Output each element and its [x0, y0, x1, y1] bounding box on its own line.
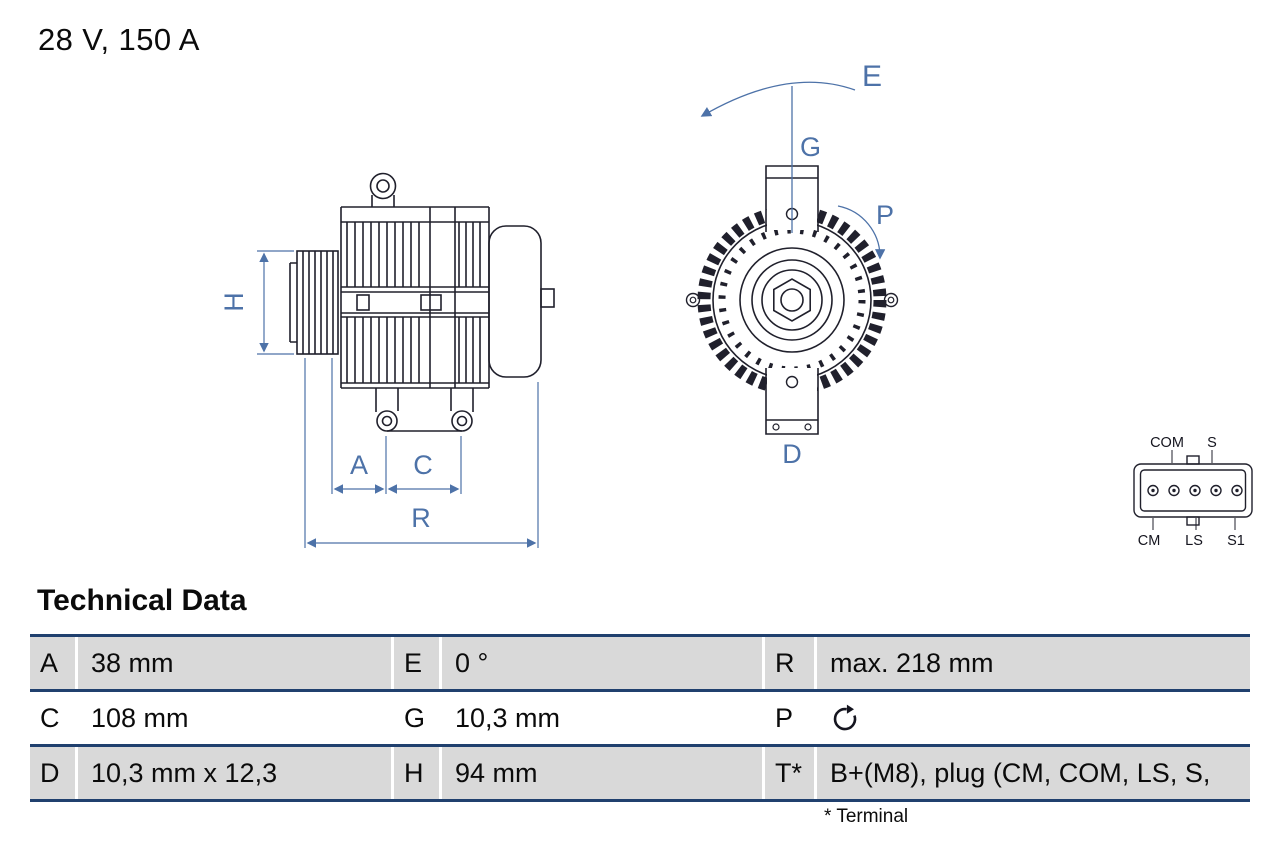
spec-value-h: 94 mm — [442, 747, 762, 799]
connector-pins — [1147, 484, 1243, 497]
bottom-bracket — [765, 368, 819, 435]
front-view-dimensions — [700, 81, 886, 260]
spec-value-c: 108 mm — [91, 702, 189, 733]
dim-label-h: H — [219, 292, 249, 312]
alternator-technical-drawing: H A C R — [219, 60, 1253, 549]
technical-data-heading: Technical Data — [37, 584, 247, 617]
spec-value-a: 38 mm — [78, 637, 391, 689]
connector-plug — [1133, 450, 1253, 530]
connector-label-ls: LS — [1185, 533, 1203, 549]
front-view-labels: E G P D — [782, 60, 894, 469]
spec-letter-r: R — [765, 637, 814, 689]
technical-data-table: A 38 mm E 0 ° R max. 218 mm C 108 mm G 1… — [30, 634, 1250, 802]
dim-label-a: A — [350, 450, 368, 480]
spec-value-d: 10,3 mm x 12,3 — [78, 747, 391, 799]
spec-value-t: B+(M8), plug (CM, COM, LS, S, — [817, 747, 1250, 799]
dim-label-g: G — [800, 132, 821, 162]
side-view — [289, 172, 555, 432]
spec-value-r: max. 218 mm — [817, 637, 1250, 689]
rotation-direction-icon — [833, 704, 857, 731]
spec-value-e: 0 ° — [442, 637, 762, 689]
spec-letter-p: P — [775, 702, 794, 733]
connector-label-com: COM — [1150, 435, 1184, 451]
spec-value-g: 10,3 mm — [455, 702, 561, 733]
connector-label-s1: S1 — [1227, 533, 1245, 549]
dim-label-d: D — [782, 439, 802, 469]
mounting-feet — [375, 388, 474, 432]
spec-value-p-rotation — [817, 692, 1250, 744]
connector-labels: COM S CM LS S1 — [1138, 435, 1245, 549]
connector-label-s: S — [1207, 435, 1217, 451]
shaft-hex-nut — [772, 278, 812, 322]
table-row: A 38 mm E 0 ° R max. 218 mm — [30, 637, 1250, 692]
rear-housing — [488, 225, 555, 378]
connector-label-cm: CM — [1138, 533, 1161, 549]
spec-letter-e: E — [394, 637, 439, 689]
dim-label-r: R — [411, 503, 431, 533]
spec-letter-g: G — [404, 702, 426, 733]
terminal-footnote: * Terminal — [824, 806, 909, 827]
housing — [340, 206, 490, 389]
side-view-dimensions — [257, 250, 539, 548]
spec-letter-c: C — [40, 702, 60, 733]
spec-letter-a: A — [30, 637, 75, 689]
dim-label-e: E — [862, 60, 882, 93]
rating-title: 28 V, 150 A — [38, 22, 200, 57]
side-view-labels: H A C R — [219, 292, 433, 533]
top-mounting-lug — [369, 172, 397, 207]
spec-letter-h: H — [394, 747, 439, 799]
spec-letter-d: D — [30, 747, 75, 799]
dim-label-c: C — [413, 450, 433, 480]
table-row: C 108 mm G 10,3 mm P — [30, 692, 1250, 747]
pulley — [289, 250, 339, 355]
spec-letter-t: T* — [765, 747, 814, 799]
dim-label-p: P — [876, 200, 894, 230]
table-row: D 10,3 mm x 12,3 H 94 mm T* B+(M8), plug… — [30, 747, 1250, 802]
